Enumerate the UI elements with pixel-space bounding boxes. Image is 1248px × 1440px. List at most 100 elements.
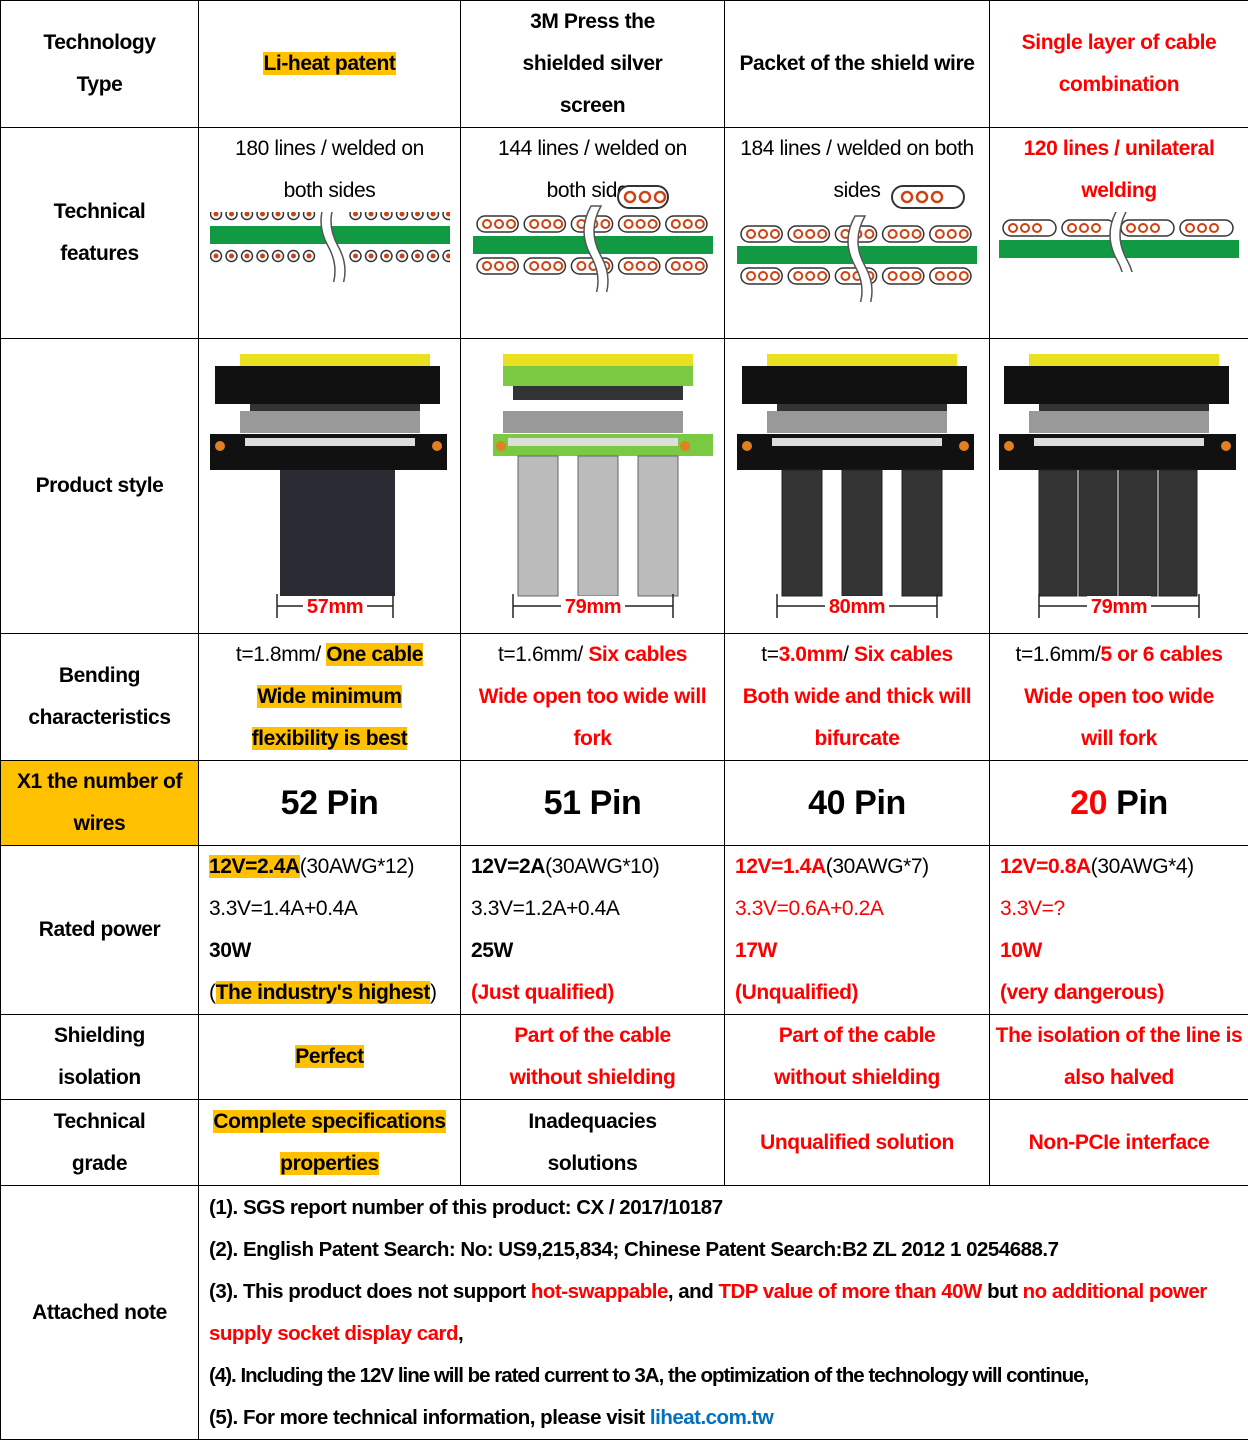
- row-label: Technical grade: [1, 1100, 199, 1186]
- col-header: Single layer of cable combination: [990, 1, 1248, 128]
- bending-note: Wide minimum: [257, 685, 401, 708]
- wire: [495, 220, 503, 228]
- wire: [1198, 224, 1206, 232]
- wire: [1127, 224, 1135, 232]
- wire: [917, 192, 927, 202]
- note-text: (5). For more technical information, ple…: [209, 1406, 650, 1429]
- feature-text: 120 lines / unilateral welding: [990, 128, 1248, 212]
- note-text: (3). This product does not support: [209, 1280, 531, 1303]
- conductor: [275, 254, 280, 259]
- pin-unit: Pin: [1107, 784, 1168, 822]
- pin-unit: Pin: [318, 784, 379, 822]
- mount-hole: [496, 441, 506, 451]
- col-header: Li-heat patent: [263, 52, 395, 75]
- paren: ): [430, 981, 437, 1004]
- wire: [806, 272, 814, 280]
- gold-fingers: [1029, 354, 1219, 368]
- row-label: Rated power: [1, 846, 199, 1015]
- wire: [640, 192, 650, 202]
- wire: [625, 192, 635, 202]
- note-4: (4). Including the 12V line will be rate…: [209, 1355, 1248, 1397]
- current-12v: 12V=2.4A: [209, 855, 300, 878]
- wire: [542, 262, 550, 270]
- thickness: t=1.6mm/: [498, 643, 588, 666]
- dimension-label: 57mm: [306, 596, 362, 618]
- top-bracket: [742, 366, 967, 404]
- riser-cable-product-image: 80mm: [737, 346, 977, 626]
- wire: [902, 192, 912, 202]
- wire: [771, 272, 779, 280]
- separator: /: [843, 643, 854, 666]
- wire: [648, 262, 656, 270]
- wire: [936, 230, 944, 238]
- wire: [936, 272, 944, 280]
- wire: [759, 230, 767, 238]
- conductor: [306, 254, 311, 259]
- note-1: (1). SGS report number of this product: …: [209, 1187, 1248, 1229]
- wire: [1080, 224, 1088, 232]
- pin-unit: Pin: [845, 784, 906, 822]
- wire: [671, 220, 679, 228]
- pin-count: 52: [281, 784, 318, 822]
- wire: [554, 262, 562, 270]
- note-text: but: [982, 1280, 1023, 1303]
- wire: [1009, 224, 1017, 232]
- wire: [960, 230, 968, 238]
- row-technology-type: Technology Type Li-heat patent 3M Press …: [1, 1, 1248, 128]
- wire: [1210, 224, 1218, 232]
- dimension-label: 80mm: [829, 596, 885, 618]
- conductor: [244, 254, 249, 259]
- wire: [683, 262, 691, 270]
- wire: [1021, 224, 1029, 232]
- wire: [806, 230, 814, 238]
- shielding-value: The isolation of the line is also halved: [990, 1015, 1248, 1100]
- note-text: ,: [458, 1322, 463, 1345]
- mount-hole: [215, 441, 225, 451]
- current-3v3: 3.3V=1.4A+0.4A: [209, 897, 358, 920]
- row-label: Shielding isolation: [1, 1015, 199, 1100]
- wire: [655, 192, 665, 202]
- wire: [948, 272, 956, 280]
- wire: [794, 272, 802, 280]
- rating-note: (very dangerous): [1000, 981, 1164, 1004]
- note-2: (2). English Patent Search: No: US9,215,…: [209, 1229, 1248, 1271]
- grade-value: Non-PCIe interface: [990, 1100, 1248, 1186]
- thickness: t=1.6mm/: [1016, 643, 1101, 666]
- wire: [1151, 224, 1159, 232]
- wattage: 25W: [471, 939, 513, 962]
- current-12v: 12V=0.8A: [1000, 855, 1091, 878]
- bending-note: Wide open too wide will fork: [479, 685, 706, 750]
- conductor: [384, 254, 389, 259]
- wire: [624, 262, 632, 270]
- paren: (: [209, 981, 216, 1004]
- row-label: Attached note: [1, 1186, 199, 1440]
- gold-fingers: [767, 354, 957, 368]
- wire-gauge: (30AWG*10): [545, 855, 659, 878]
- wire: [636, 262, 644, 270]
- pin-unit: Pin: [581, 784, 642, 822]
- website-link[interactable]: liheat.com.tw: [650, 1406, 773, 1429]
- wire: [683, 220, 691, 228]
- ribbon-cable: [1039, 470, 1077, 596]
- top-bracket: [503, 366, 693, 386]
- wire: [771, 230, 779, 238]
- wire: [747, 230, 755, 238]
- slot-housing: [767, 411, 947, 433]
- ribbon-cable: [902, 470, 942, 596]
- pin-count: 20: [1070, 784, 1107, 822]
- note-warning: hot-swappable: [531, 1280, 668, 1303]
- wire: [901, 230, 909, 238]
- riser-cable-product-image: 79mm: [999, 346, 1239, 626]
- wire: [759, 272, 767, 280]
- wire: [747, 272, 755, 280]
- ribbon-cable: [638, 456, 678, 596]
- rating-note: The industry's highest: [216, 981, 430, 1004]
- shielding-value: Part of the cable without shielding: [461, 1015, 725, 1100]
- wire: [913, 272, 921, 280]
- cable-cross-section-image: [210, 212, 450, 282]
- pin-count: 40: [808, 784, 845, 822]
- bending-note: Both wide and thick will bifurcate: [743, 685, 971, 750]
- conductor: [260, 254, 265, 259]
- note-warning: TDP value of more than 40W: [718, 1280, 981, 1303]
